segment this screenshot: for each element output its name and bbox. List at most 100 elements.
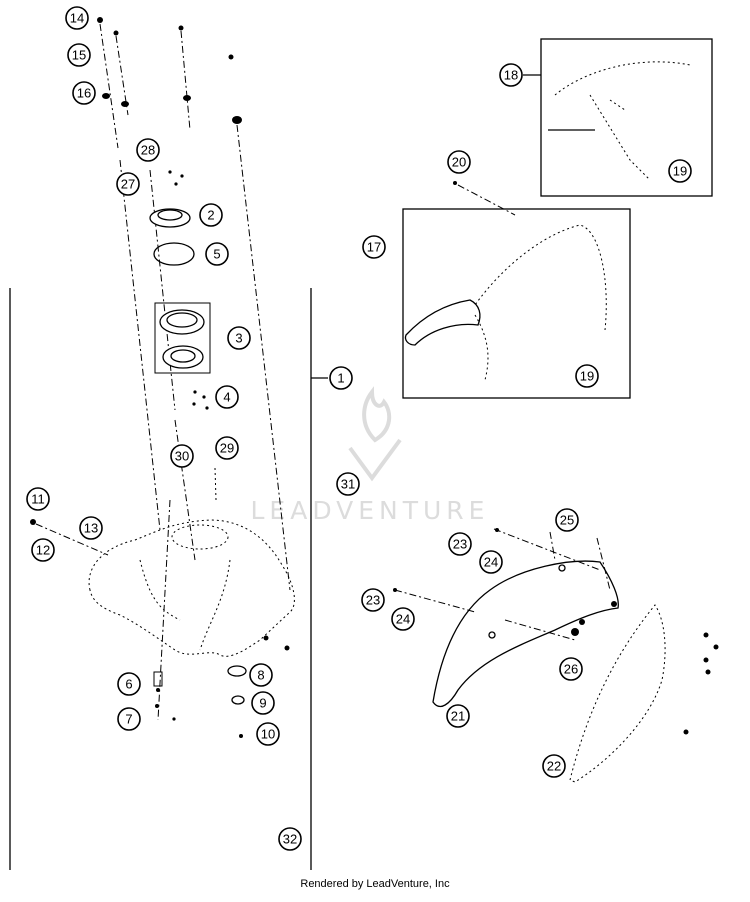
seal-ring-5 <box>153 242 195 266</box>
callout-20: 20 <box>447 150 471 174</box>
watermark-text: LEADVENTURE <box>251 496 490 525</box>
fuel-cap-2 <box>149 208 191 228</box>
svg-text:29: 29 <box>220 441 234 456</box>
watermark-v-icon <box>348 438 402 482</box>
callout-6: 6 <box>117 672 141 696</box>
fender-21 <box>432 560 619 707</box>
callout-2: 2 <box>199 203 223 227</box>
callout-24-lower: 24 <box>391 607 415 631</box>
svg-text:1: 1 <box>337 371 344 386</box>
callout-31: 31 <box>336 472 360 496</box>
svg-text:15: 15 <box>72 48 86 63</box>
callout-16: 16 <box>72 81 96 105</box>
callout-13: 13 <box>79 516 103 540</box>
callout-4: 4 <box>215 385 239 409</box>
svg-text:8: 8 <box>257 668 264 683</box>
callout-5: 5 <box>205 242 229 266</box>
callout-12: 12 <box>31 538 55 562</box>
svg-text:21: 21 <box>451 709 465 724</box>
callout-21: 21 <box>446 704 470 728</box>
callout-25: 25 <box>555 508 579 532</box>
svg-text:32: 32 <box>283 832 297 847</box>
svg-text:30: 30 <box>175 449 189 464</box>
bolt-set-top <box>97 17 242 149</box>
screw-7 <box>155 704 159 708</box>
svg-text:25: 25 <box>560 513 574 528</box>
svg-text:13: 13 <box>84 521 98 536</box>
svg-text:16: 16 <box>77 86 91 101</box>
callout-19-lower: 19 <box>575 364 599 388</box>
callout-24-upper: 24 <box>479 550 503 574</box>
callout-18: 18 <box>499 63 523 87</box>
tank-mount-hardware <box>153 665 247 738</box>
svg-text:24: 24 <box>484 555 498 570</box>
washer-16 <box>102 93 110 99</box>
callout-14: 14 <box>65 6 89 30</box>
callout-23-upper: 23 <box>448 532 472 556</box>
callout-1: 1 <box>329 366 353 390</box>
svg-text:14: 14 <box>70 11 84 26</box>
svg-text:6: 6 <box>125 677 132 692</box>
callout-30: 30 <box>170 444 194 468</box>
svg-text:17: 17 <box>367 240 381 255</box>
callout-26: 26 <box>559 657 583 681</box>
footer-credit: Rendered by LeadVenture, Inc <box>300 878 450 890</box>
bushing-9 <box>231 695 245 705</box>
callout-29: 29 <box>215 436 239 460</box>
callout-32: 32 <box>278 827 302 851</box>
svg-text:31: 31 <box>341 477 355 492</box>
callout-11: 11 <box>26 487 50 511</box>
callout-markers: 14 15 16 28 27 2 5 3 4 29 30 1 11 13 12 … <box>26 6 692 851</box>
svg-text:7: 7 <box>125 712 132 727</box>
svg-text:28: 28 <box>141 143 155 158</box>
svg-text:23: 23 <box>366 593 380 608</box>
callout-10: 10 <box>256 722 280 746</box>
svg-text:10: 10 <box>261 727 275 742</box>
bolt-11 <box>30 519 36 525</box>
grommet-8 <box>227 665 247 677</box>
callout-15: 15 <box>67 43 91 67</box>
bolt-right-b <box>228 54 234 60</box>
fuel-tank-13 <box>88 519 295 657</box>
screw-20 <box>453 181 457 185</box>
svg-text:4: 4 <box>223 390 230 405</box>
svg-text:2: 2 <box>207 208 214 223</box>
nut-10 <box>239 734 243 738</box>
svg-text:19: 19 <box>673 164 687 179</box>
svg-text:11: 11 <box>31 492 45 507</box>
watermark-flame-icon <box>362 386 392 443</box>
callout-3: 3 <box>227 326 251 350</box>
side-panel-22 <box>569 604 719 783</box>
screw-set-4 <box>192 390 209 410</box>
svg-text:24: 24 <box>396 612 410 627</box>
bolt-15 <box>113 30 119 36</box>
svg-text:18: 18 <box>504 68 518 83</box>
svg-text:12: 12 <box>36 543 50 558</box>
screw-28 <box>168 170 172 174</box>
filler-neck-3 <box>154 302 211 374</box>
callout-7: 7 <box>117 707 141 731</box>
svg-text:5: 5 <box>213 247 220 262</box>
svg-text:23: 23 <box>453 537 467 552</box>
watermark: LEADVENTURE <box>251 386 490 525</box>
bolt-right-a <box>178 25 184 31</box>
bolt-14 <box>97 17 103 23</box>
callout-22: 22 <box>542 754 566 778</box>
svg-text:19: 19 <box>580 369 594 384</box>
callout-28: 28 <box>136 138 160 162</box>
callout-17: 17 <box>362 235 386 259</box>
callout-8: 8 <box>249 663 273 687</box>
svg-text:22: 22 <box>547 759 561 774</box>
svg-text:9: 9 <box>259 696 266 711</box>
callout-19-upper: 19 <box>668 159 692 183</box>
svg-text:27: 27 <box>121 177 135 192</box>
bracket-6 <box>153 671 163 687</box>
svg-text:3: 3 <box>235 331 242 346</box>
callout-9: 9 <box>251 691 275 715</box>
svg-text:20: 20 <box>452 155 466 170</box>
callout-27: 27 <box>116 172 140 196</box>
callout-23-lower: 23 <box>361 588 385 612</box>
svg-text:26: 26 <box>564 662 578 677</box>
